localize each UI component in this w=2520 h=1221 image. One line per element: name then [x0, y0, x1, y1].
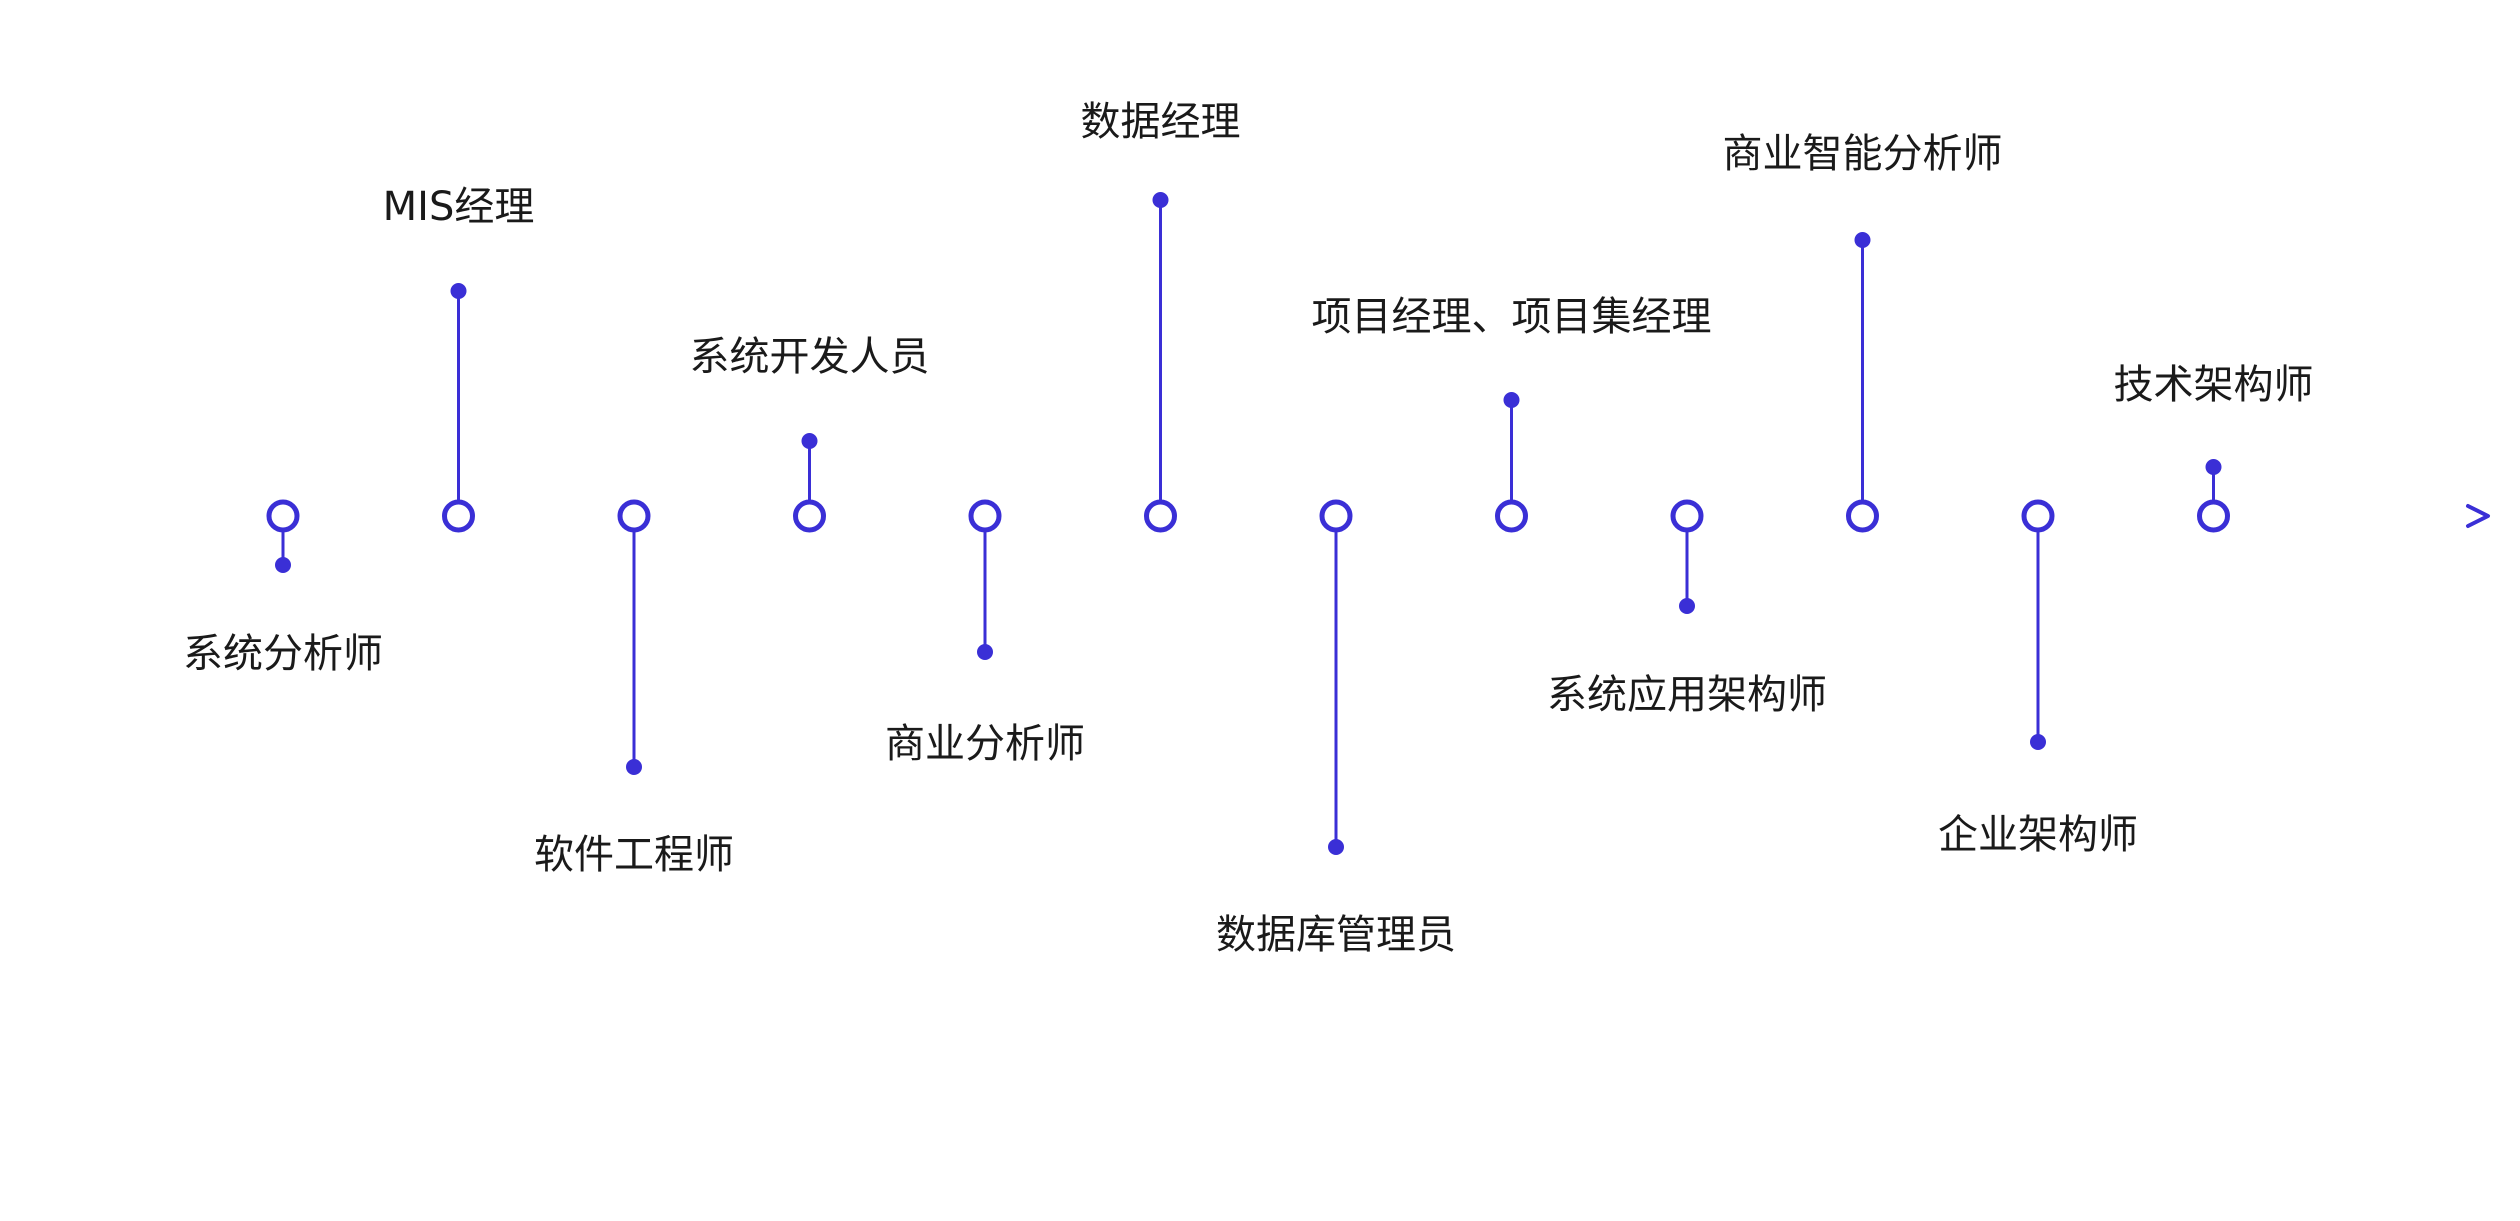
node-label: 系统开发人员	[690, 334, 930, 380]
node-ring	[617, 499, 651, 533]
timeline-node: 系统开发人员	[690, 334, 930, 533]
node-ring	[1846, 499, 1879, 533]
node-label: 商业分析师	[885, 721, 1085, 767]
node-ring	[1495, 499, 1528, 533]
node-ring	[1144, 499, 1177, 533]
node-label: 数据经理	[1081, 99, 1241, 145]
timeline-node: 项目经理、项目集经理	[1312, 294, 1712, 533]
timeline-node: MIS经理	[383, 184, 535, 533]
node-label: 商业智能分析师	[1723, 131, 2003, 177]
node-label: 系统分析师	[183, 631, 383, 677]
node-ring	[442, 499, 475, 533]
node-label: 项目经理、项目集经理	[1312, 294, 1712, 340]
node-end-dot	[2030, 734, 2046, 750]
node-end-dot	[2205, 459, 2222, 475]
node-end-dot	[1152, 192, 1169, 208]
node-label: 数据库管理员	[1216, 912, 1456, 958]
node-end-dot	[1503, 392, 1520, 408]
timeline-node: 企业架构师	[1938, 499, 2138, 858]
node-label: 企业架构师	[1938, 812, 2138, 858]
node-end-dot	[626, 759, 642, 775]
node-ring	[2197, 499, 2230, 533]
node-label: 技术架构师	[2114, 362, 2314, 408]
node-label: MIS经理	[383, 184, 535, 230]
node-end-dot	[1854, 232, 1871, 248]
node-ring	[793, 499, 826, 533]
node-ring	[2021, 499, 2055, 533]
timeline-node: 系统应用架构师	[1547, 499, 1827, 718]
timeline-node: 商业分析师	[885, 499, 1085, 767]
node-ring	[1319, 499, 1353, 533]
node-end-dot	[275, 557, 291, 573]
timeline-node: 数据库管理员	[1216, 499, 1456, 958]
node-end-dot	[977, 644, 993, 660]
node-end-dot	[801, 433, 818, 449]
timeline-node: 技术架构师	[2114, 362, 2314, 533]
node-end-dot	[450, 283, 467, 299]
timeline-node: 商业智能分析师	[1723, 131, 2003, 533]
node-label: 系统应用架构师	[1547, 672, 1827, 718]
node-ring	[968, 499, 1002, 533]
node-end-dot	[1679, 598, 1695, 614]
node-label: 软件工程师	[534, 832, 734, 878]
node-ring	[266, 499, 300, 533]
timeline-node: 软件工程师	[534, 499, 734, 878]
node-end-dot	[1328, 839, 1344, 855]
timeline-node: 数据经理	[1081, 99, 1241, 533]
timeline-arrow-head	[2466, 504, 2490, 528]
node-ring	[1670, 499, 1704, 533]
timeline-node: 系统分析师	[183, 499, 383, 677]
